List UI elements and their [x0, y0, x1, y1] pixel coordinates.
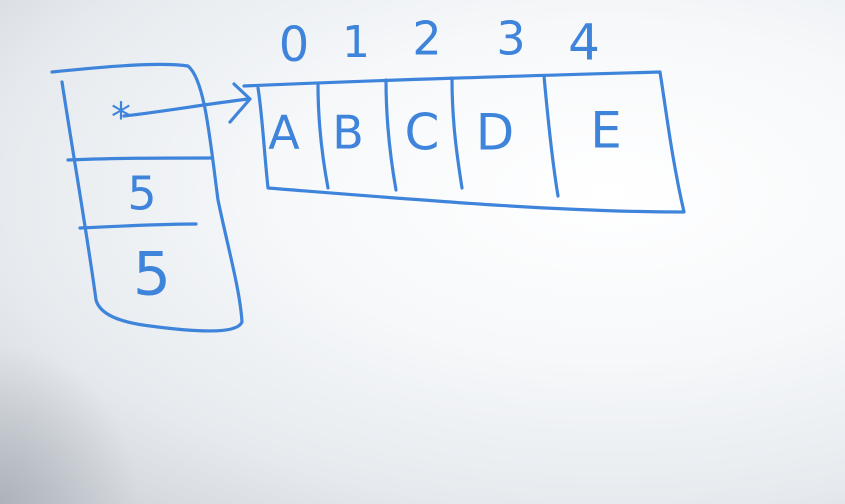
array-cell-1: B [332, 106, 364, 160]
array-cell-0: A [268, 106, 300, 160]
struct-divider-1 [66, 156, 214, 162]
array-cell-2: C [405, 104, 440, 162]
pointer-arrowhead [228, 82, 252, 124]
struct-box-outline [50, 62, 244, 333]
struct-field-length: 5 [127, 167, 156, 221]
array-cell-3: D [476, 104, 515, 162]
array-divider-1 [316, 82, 330, 190]
array-divider-2 [384, 78, 398, 192]
array-box-outline [242, 70, 686, 214]
array-divider-3 [450, 76, 464, 190]
array-index-4: 4 [568, 14, 600, 72]
pointer-arrow [122, 97, 250, 118]
array-cell-4: E [590, 102, 622, 160]
array-index-3: 3 [496, 12, 525, 66]
struct-divider-2 [78, 222, 198, 230]
struct-field-pointer: * [111, 95, 131, 141]
array-index-1: 1 [342, 17, 370, 68]
array-divider-4 [542, 74, 560, 198]
array-index-0: 0 [279, 17, 310, 73]
array-index-2: 2 [412, 12, 441, 66]
struct-field-capacity: 5 [133, 240, 171, 310]
